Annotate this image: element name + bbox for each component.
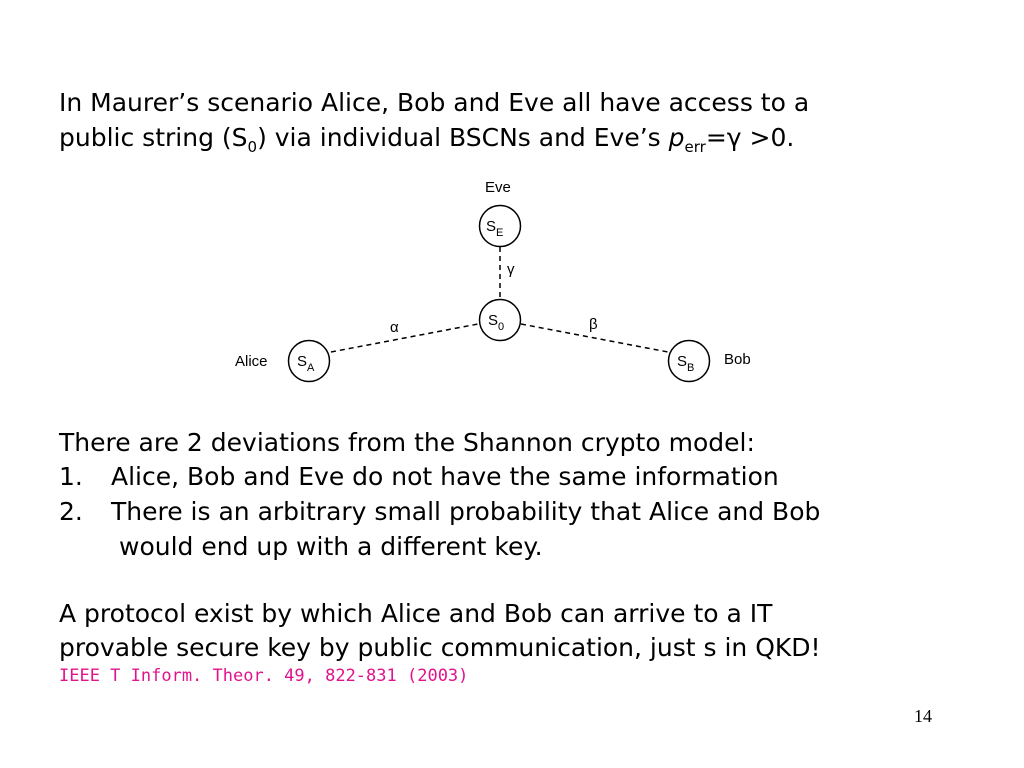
intro-text-c: =γ >0.: [705, 123, 795, 152]
eve-label: Eve: [485, 179, 511, 196]
node-alice: [287, 339, 331, 383]
node-zero-label: S0: [488, 312, 504, 333]
protocol-line-2: provable secure key by public communicat…: [59, 633, 821, 662]
page-number: 14: [914, 706, 932, 726]
node-bob-label: SB: [677, 353, 694, 374]
intro-p-symbol: p: [668, 123, 685, 152]
ieee-reference: IEEE T Inform. Theor. 49, 822-831 (2003): [59, 666, 469, 686]
intro-text-a: public string (S: [59, 123, 248, 152]
node-eve-label: SE: [486, 218, 503, 239]
intro-sub-0: 0: [247, 138, 258, 156]
node-eve: [478, 204, 522, 248]
link-a-0: [330, 323, 479, 353]
gamma-label: γ: [507, 261, 515, 278]
deviation-continuation: would end up with a different key.: [119, 532, 543, 561]
protocol-line-1: A protocol exist by which Alice and Bob …: [59, 599, 773, 628]
node-bob: [667, 339, 711, 383]
deviations-heading: There are 2 deviations from the Shannon …: [59, 428, 755, 457]
alpha-label: α: [390, 319, 399, 336]
intro-line-2: public string (S0) via individual BSCNs …: [59, 123, 795, 156]
bob-label: Bob: [724, 351, 751, 368]
node-zero: [478, 298, 522, 342]
deviation-num-1: 1.: [59, 462, 83, 491]
alice-label: Alice: [235, 353, 268, 370]
intro-line-1: In Maurer’s scenario Alice, Bob and Eve …: [59, 88, 810, 117]
deviation-item-2: 2. There is an arbitrary small probabilit…: [59, 497, 820, 527]
deviation-text-1: Alice, Bob and Eve do not have the same …: [111, 462, 779, 491]
node-alice-label: SA: [297, 353, 315, 374]
intro-text-b: ) via individual BSCNs and Eve’s: [257, 123, 669, 152]
deviation-text-2: There is an arbitrary small probability …: [111, 497, 821, 526]
deviation-num-2: 2.: [59, 497, 83, 526]
beta-label: β: [589, 316, 598, 333]
intro-err-sub: err: [684, 138, 706, 156]
link-0-b: [520, 323, 669, 353]
deviation-item-1: 1. Alice, Bob and Eve do not have the sam…: [59, 462, 779, 492]
